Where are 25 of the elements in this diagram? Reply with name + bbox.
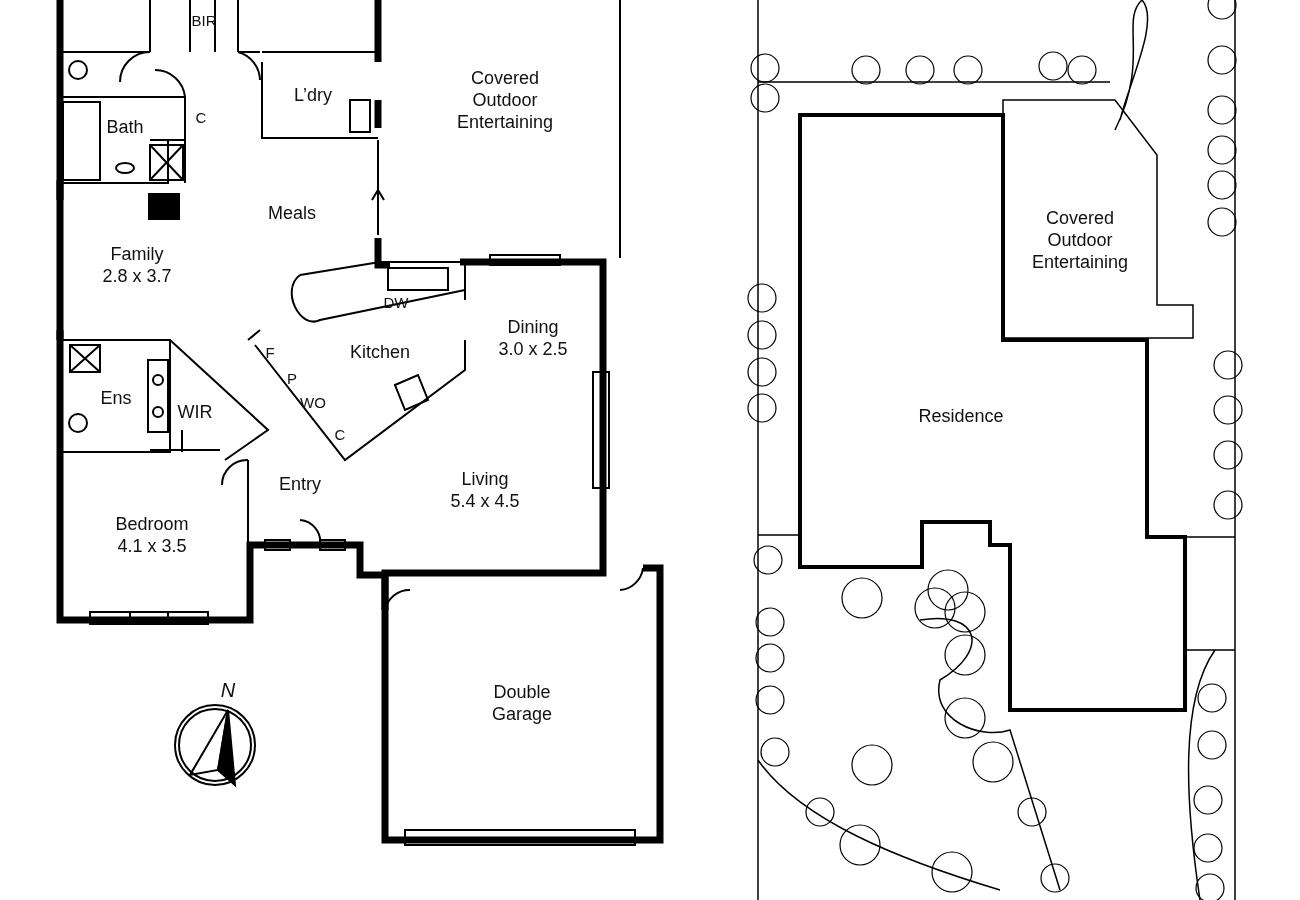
room-dimensions: 4.1 x 3.5 [116,535,188,557]
room-name: Meals [268,202,316,224]
room-name: Double Garage [490,681,553,725]
room-name: Bath [106,116,144,138]
fixture-label: WO [300,393,326,411]
room-name: Living [460,468,510,490]
cupboard-label: C [334,425,346,443]
room-dimensions: 3.0 x 2.5 [498,338,568,360]
room-name: Covered Outdoor Entertaining [455,67,555,133]
room-name: Covered Outdoor Entertaining [1030,207,1130,273]
room-name: Kitchen [350,341,410,363]
room-name: Ens [100,387,132,409]
room-name: L’dry [294,84,332,106]
room-dimensions: 2.8 x 3.7 [102,265,172,287]
cupboard-label: C [195,108,207,126]
room-dimensions: 5.4 x 4.5 [450,490,520,512]
room-name: Bedroom [115,513,189,535]
room-name: Residence [918,405,1004,427]
room-name: Dining [506,316,560,338]
fixture-label: F [265,343,275,361]
north-label: N [220,678,236,702]
room-name: WIR [177,401,213,423]
room-name: Entry [279,473,321,495]
fixture-label: P [287,369,297,387]
room-name: Family [109,243,165,265]
